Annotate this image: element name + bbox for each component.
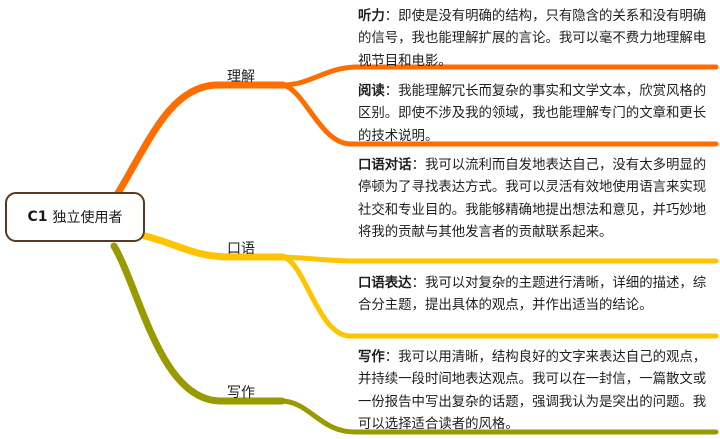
leaf-text: 即使是没有明确的结构，只有隐含的关系和没有明确的信号，我也能理解扩展的言论。我可… [358,9,707,69]
branch-label-writing[interactable]: 写作 [227,385,255,401]
leaf-node-spoken-production[interactable]: 口语表达：我可以对复杂的主题进行清晰，详细的描述，综合分主题，提出具体的观点，并… [358,273,714,318]
leaf-connector-spoken-production [280,254,719,339]
leaf-connector-spoken-interaction [280,254,719,264]
leaf-text: 我可以流利而自发地表达自己，没有太多明显的停顿为了寻找表达方式。我可以灵活有效地… [358,158,707,240]
root-node[interactable]: C1 独立使用者 [5,192,145,242]
leaf-separator: ： [411,158,425,173]
leaf-node-reading[interactable]: 阅读：我能理解冗长而复杂的事实和文学文本，欣赏风格的区别。即使不涉及我的领域，我… [358,81,714,148]
leaf-text: 我可以用清晰，结构良好的文字来表达自己的观点，并持续一段时间地表达观点。我可以在… [358,350,707,432]
leaf-heading: 写作 [358,350,385,365]
leaf-heading: 听力 [358,9,385,24]
branch-connector-writing [110,242,286,405]
branch-connector-speaking [141,232,287,261]
leaf-heading: 口语对话 [358,158,412,173]
leaf-heading: 口语表达 [358,276,412,291]
branch-label-understanding[interactable]: 理解 [227,69,255,85]
leaf-separator: ： [384,350,399,365]
leaf-node-listening[interactable]: 听力：即使是没有明确的结构，只有隐含的关系和没有明确的信号，我也能理解扩展的言论… [358,6,714,73]
root-level: C1 [27,209,48,225]
branch-label-speaking[interactable]: 口语 [227,241,255,257]
leaf-connector-reading [280,82,719,147]
leaf-node-writing[interactable]: 写作：我可以用清晰，结构良好的文字来表达自己的观点，并持续一段时间地表达观点。我… [358,347,714,436]
leaf-separator: ： [411,276,425,291]
leaf-separator: ： [384,84,399,99]
leaf-separator: ： [384,9,399,24]
branch-connector-understanding [114,81,287,197]
leaf-text: 我可以对复杂的主题进行清晰，详细的描述，综合分主题，提出具体的观点，并作出适当的… [358,276,707,314]
root-title: 独立使用者 [52,210,123,226]
leaf-heading: 阅读 [358,84,385,99]
leaf-connector-listening [280,64,719,88]
leaf-connector-writing [279,398,719,435]
leaf-text: 我能理解冗长而复杂的事实和文学文本，欣赏风格的区别。即使不涉及我的领域，我也能理… [358,84,707,144]
leaf-node-spoken-interaction[interactable]: 口语对话：我可以流利而自发地表达自己，没有太多明显的停顿为了寻找表达方式。我可以… [358,155,714,244]
